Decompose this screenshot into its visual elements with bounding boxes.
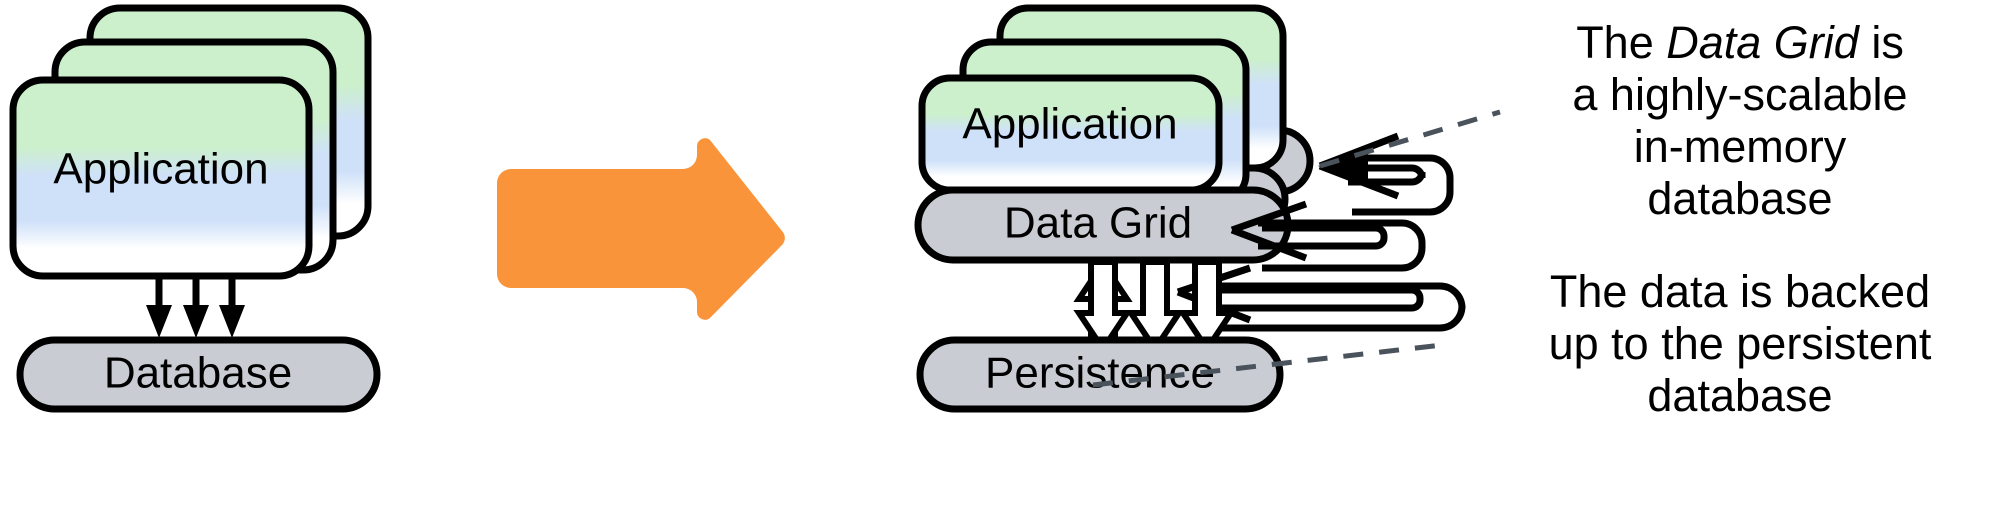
data-grid-label: Data Grid — [1004, 199, 1192, 248]
persistence-arrow-down-2 — [1125, 259, 1185, 355]
left-connector-arrow-2 — [183, 276, 209, 338]
right-architecture-group: Application Data Grid — [914, 4, 1466, 413]
data-grid-callout-leader — [1319, 109, 1501, 169]
database-node[interactable]: Database — [16, 336, 381, 413]
left-connector-arrow-3 — [219, 276, 245, 338]
left-connector-arrow-1 — [146, 276, 172, 338]
transition-arrow — [497, 138, 785, 320]
data-grid-callout-line-2: a highly-scalable — [1572, 69, 1907, 120]
data-grid-replication-loops — [1176, 132, 1466, 332]
persistence-node[interactable]: Persistence — [916, 336, 1284, 413]
callout-text-normal: is — [1859, 17, 1904, 68]
left-application-label: Application — [53, 145, 268, 194]
application-card-front[interactable]: Application — [9, 76, 313, 280]
callout-text-italic: Data Grid — [1666, 17, 1861, 68]
persistence-callout-line-3: database — [1647, 370, 1832, 421]
data-grid-node[interactable]: Data Grid — [914, 186, 1292, 264]
callout-text-normal: The — [1576, 17, 1666, 68]
persistence-callout-leader — [1092, 342, 1443, 388]
persistence-callout: The data is backed up to the persistent … — [1549, 266, 1932, 421]
data-grid-replication-loop-3 — [1176, 264, 1466, 332]
database-shape — [16, 336, 381, 413]
database-label: Database — [104, 349, 292, 398]
right-application-card-front[interactable]: Application — [918, 74, 1223, 194]
data-grid-replication-loop-2 — [1230, 200, 1426, 272]
data-grid-callout-line-1: The Data Grid is — [1576, 17, 1904, 68]
callout-leaders — [1092, 109, 1501, 388]
left-connector-arrows — [146, 276, 245, 338]
persistence-callout-line-1: The data is backed — [1550, 266, 1930, 317]
right-application-label: Application — [962, 100, 1177, 149]
left-architecture-group: Application Databas — [9, 4, 381, 413]
persistence-connector-arrows — [1073, 257, 1237, 355]
persistence-shape — [916, 336, 1284, 413]
persistence-arrow-down-1 — [1073, 259, 1133, 355]
data-grid-callout-line-4: database — [1647, 173, 1832, 224]
data-grid-callout-line-3: in-memory — [1634, 121, 1847, 172]
data-grid-replication-loop-1 — [1318, 132, 1454, 216]
data-grid-callout: The Data Grid is a highly-scalable in-me… — [1572, 17, 1907, 224]
right-arrow-icon — [497, 138, 785, 320]
persistence-arrow-down-3 — [1177, 259, 1237, 355]
persistence-callout-line-2: up to the persistent — [1549, 318, 1932, 369]
